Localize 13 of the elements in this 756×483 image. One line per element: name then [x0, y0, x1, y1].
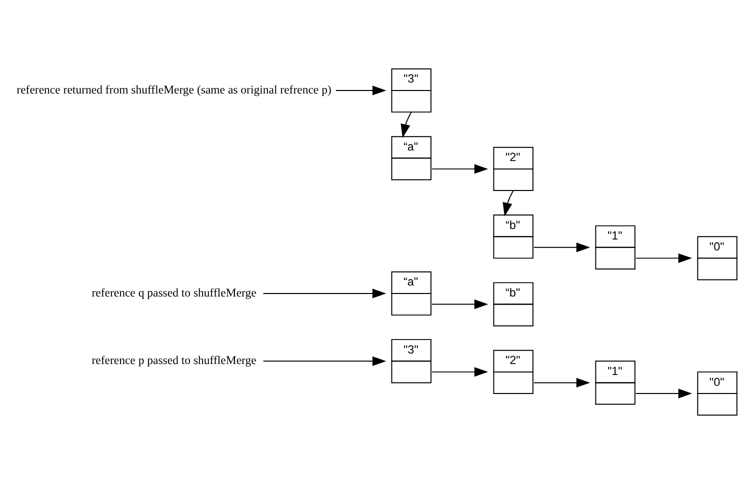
arrow — [502, 190, 514, 216]
arrow — [431, 366, 488, 376]
arrow — [262, 356, 386, 366]
arrow — [431, 298, 488, 309]
arrow — [262, 288, 386, 298]
arrow — [635, 388, 692, 398]
arrow — [533, 242, 590, 252]
node-text: reference returned from shuffleMerge (same as original refrence p) — [16, 83, 332, 96]
node-text: reference p passed to shuffleMerge — [92, 354, 256, 367]
arrow — [335, 85, 386, 95]
arrow — [400, 111, 412, 138]
node-text: reference q passed to shuffleMerge — [92, 286, 256, 300]
arrow — [431, 164, 488, 174]
